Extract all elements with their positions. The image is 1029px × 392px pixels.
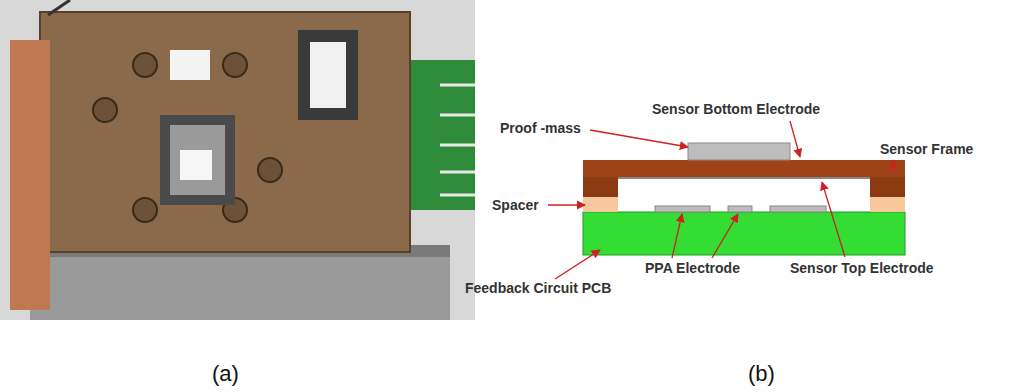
sensor-cross-section [583,143,905,255]
panel-label: (a) [212,361,239,387]
leader-lines [548,121,895,279]
part-name: Sensor Top Electrode [790,260,934,277]
part-name: Spacer [492,197,539,214]
part-name: Feedback Circuit PCB [465,280,611,297]
device-photo [0,0,475,320]
part-name: Sensor Frame [880,141,973,158]
part-name: Sensor Bottom Electrode [652,101,820,118]
panel-label: (b) [748,361,775,387]
part-name: Proof -mass [500,120,581,137]
part-name: PPA Electrode [645,260,740,277]
